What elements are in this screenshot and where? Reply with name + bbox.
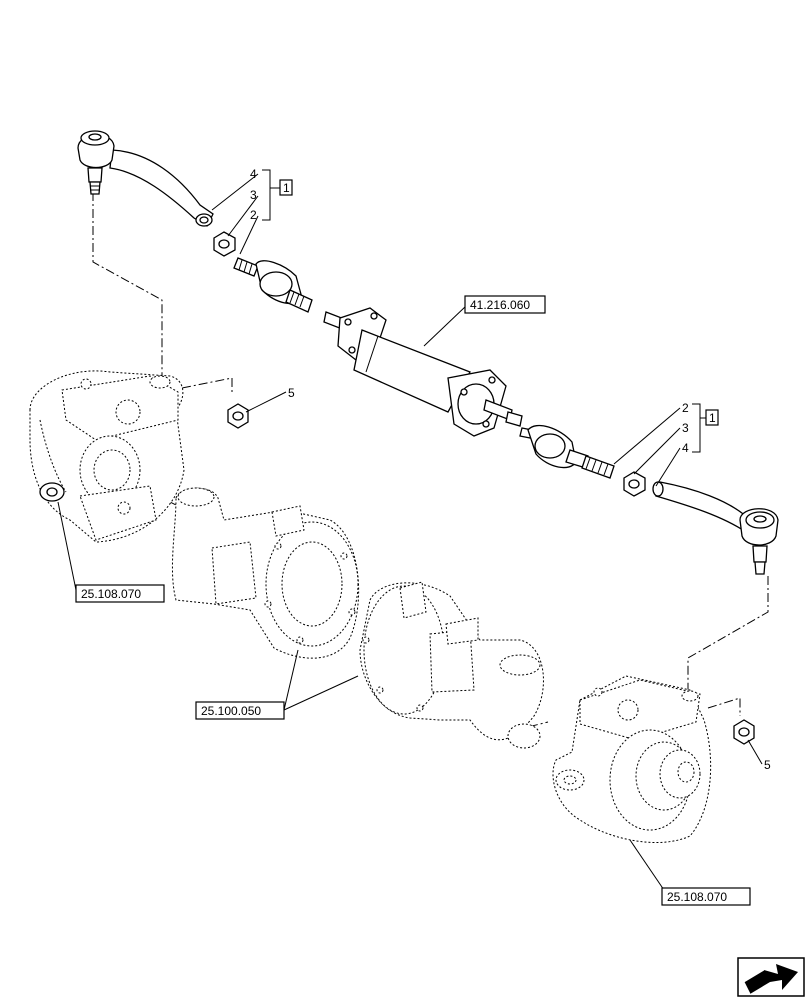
ref-box-right-knuckle (661, 887, 751, 906)
left-steering-knuckle (29, 370, 185, 543)
reference-labels: 41.216.060 25.108.070 25.100.050 25.108.… (75, 295, 751, 906)
callout-right-3: 3 (682, 421, 689, 435)
right-inner-ball-joint (519, 425, 615, 479)
callout-left-4: 4 (250, 167, 257, 181)
left-inner-ball-joint (233, 257, 313, 313)
right-steering-knuckle (552, 675, 712, 843)
callout-right-group: 1 (709, 411, 716, 425)
left-lock-nut (227, 403, 249, 429)
left-nut (213, 231, 236, 257)
next-page-arrow-icon[interactable] (737, 957, 805, 997)
right-lock-nut (733, 719, 755, 745)
ref-cylinder: 41.216.060 (470, 298, 530, 312)
callout-right-nut: 5 (764, 758, 771, 772)
callout-labels: 4 3 2 1 2 3 4 1 5 5 (250, 167, 771, 772)
group-box-left (279, 179, 293, 196)
ref-box-cylinder (464, 295, 546, 314)
ref-right-knuckle: 25.108.070 (667, 890, 727, 904)
ref-box-left-knuckle (75, 584, 165, 603)
right-nut (623, 471, 646, 497)
ref-left-knuckle: 25.108.070 (81, 587, 141, 601)
left-tie-rod (77, 130, 214, 227)
callout-left-nut: 5 (288, 386, 295, 400)
callout-left-3: 3 (250, 188, 257, 202)
axle-housing-right (359, 581, 544, 749)
axle-housing-left (171, 487, 360, 659)
callout-left-group: 1 (283, 181, 290, 195)
callout-right-4: 4 (682, 441, 689, 455)
group-box-right (705, 409, 719, 426)
callout-right-2: 2 (682, 401, 689, 415)
callout-left-2: 2 (250, 208, 257, 222)
ref-axle-housing: 25.100.050 (201, 704, 261, 718)
callout-leaders (57, 169, 763, 891)
steering-cylinder (323, 307, 523, 437)
ref-box-axle-housing (195, 701, 285, 720)
right-tie-rod (652, 481, 779, 575)
